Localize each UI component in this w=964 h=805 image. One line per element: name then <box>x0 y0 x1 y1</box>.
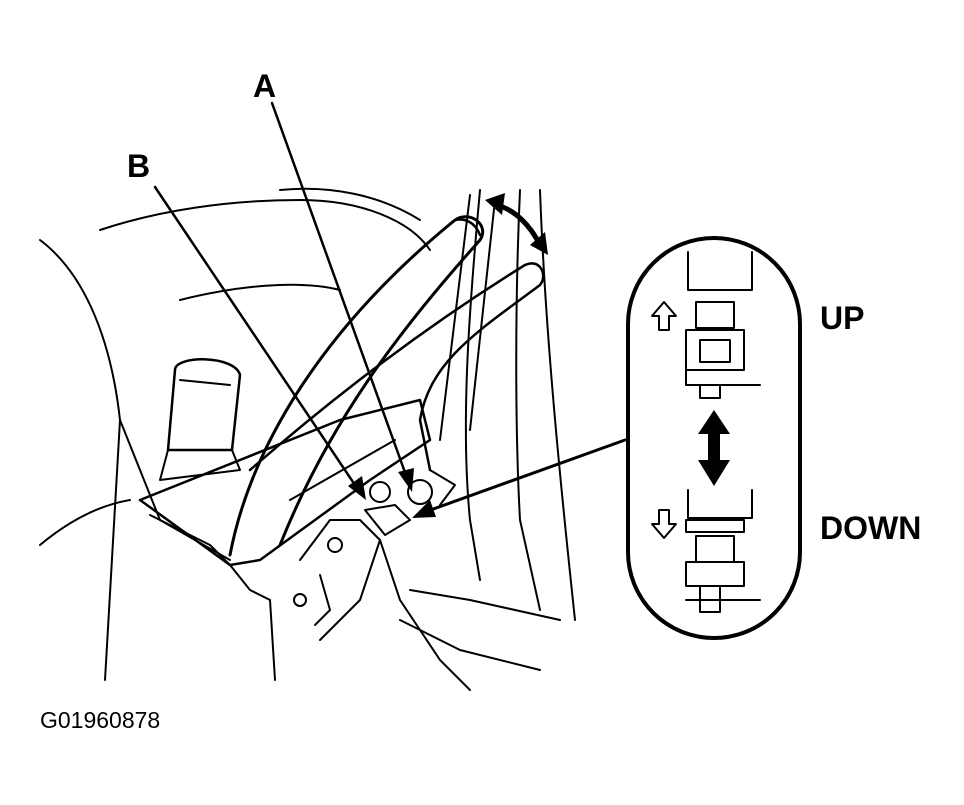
switch-inset <box>626 236 802 640</box>
inset-leader <box>412 438 627 518</box>
pillar-outline <box>464 189 576 621</box>
switch-mechanism <box>293 469 456 626</box>
double-arrow-icon <box>698 410 730 486</box>
brake-lever-down <box>228 215 484 557</box>
down-arrow-icon <box>651 509 677 539</box>
leader-a <box>270 101 414 492</box>
callout-b: B <box>127 148 151 184</box>
lever-motion-arrow <box>485 193 548 255</box>
shift-knob <box>159 358 242 481</box>
switch-down-state <box>685 489 761 613</box>
down-label: DOWN <box>820 510 922 546</box>
brake-lever-up <box>248 194 545 472</box>
up-label: UP <box>820 300 865 336</box>
callout-a: A <box>253 68 277 104</box>
console-outline <box>39 187 561 691</box>
leader-b <box>153 185 366 500</box>
figure-id: G01960878 <box>40 707 161 733</box>
up-arrow-icon <box>651 301 677 331</box>
switch-up-state <box>685 251 761 399</box>
